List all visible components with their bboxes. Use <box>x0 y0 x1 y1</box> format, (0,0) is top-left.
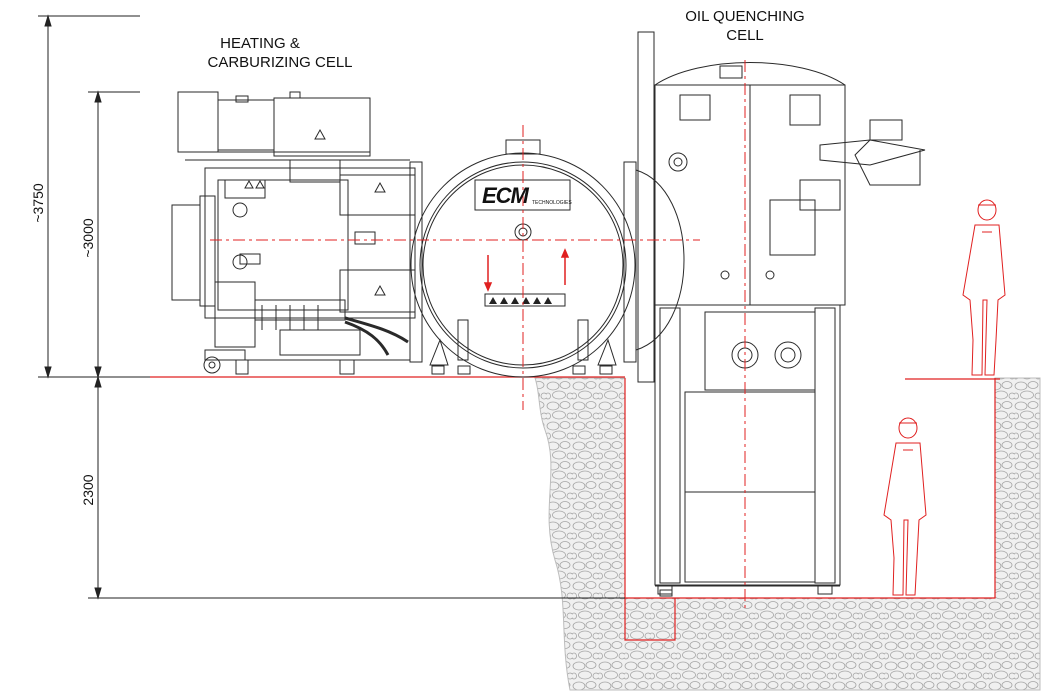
vacuum-vessel <box>409 139 685 378</box>
ecm-logo-sub: TECHNOLOGIES <box>532 200 572 206</box>
dimension-lines <box>38 14 625 600</box>
pit-outline <box>150 376 1000 641</box>
quenching-cell <box>637 31 926 597</box>
person-on-ground <box>962 199 1006 376</box>
oil-cell-title-line1: OIL QUENCHING <box>685 8 805 25</box>
furnace-height-dimension: ~3000 <box>80 218 96 258</box>
vessel-arrows <box>483 248 570 292</box>
oil-cell-title-line2: CELL <box>726 27 764 44</box>
person-in-pit <box>883 417 927 596</box>
ecm-logo: ECM <box>482 183 529 208</box>
heating-cell <box>171 91 416 375</box>
centerlines <box>210 60 746 610</box>
pit-depth-dimension: 2300 <box>80 474 96 506</box>
ground-soil <box>534 377 1041 691</box>
heating-cell-title-line2: CARBURIZING CELL <box>207 54 353 71</box>
heating-cell-title-line1: HEATING & <box>220 35 300 52</box>
total-height-dimension: ~3750 <box>30 183 46 223</box>
vessel-warning-labels <box>489 297 552 304</box>
